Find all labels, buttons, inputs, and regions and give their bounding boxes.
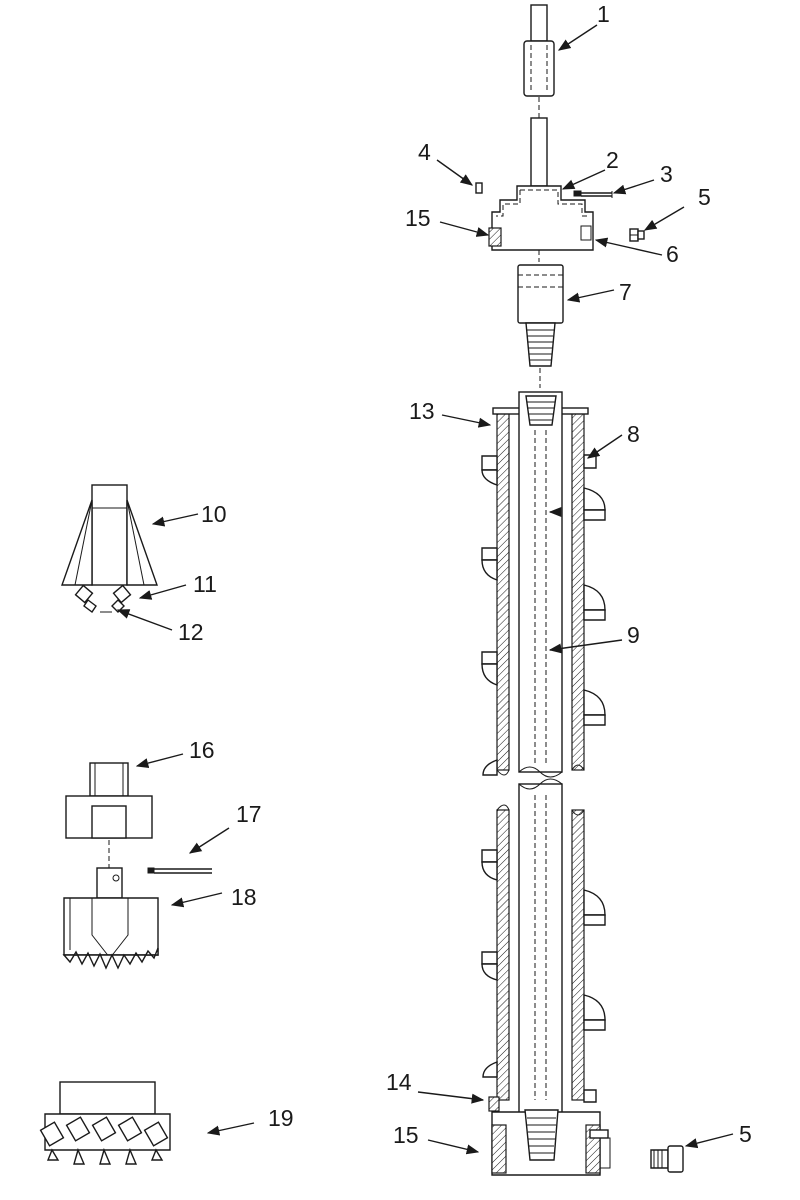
part-1-drive-adapter (523, 4, 555, 118)
callout-8: 8 (627, 421, 640, 447)
callout-5-top: 5 (698, 184, 711, 210)
callout-13: 13 (409, 398, 435, 424)
callout-14: 14 (386, 1069, 412, 1095)
callout-15-top: 15 (405, 205, 431, 231)
callout-10: 10 (201, 501, 227, 527)
callout-1: 1 (597, 1, 610, 27)
callout-17: 17 (236, 801, 262, 827)
part-18-core-bit (62, 867, 159, 970)
callout-11: 11 (193, 571, 217, 597)
part-16-adapter (65, 762, 153, 868)
part-17-pin (147, 867, 212, 874)
callout-7: 7 (619, 279, 632, 305)
part-4-key (475, 182, 483, 194)
callout-18: 18 (231, 884, 257, 910)
callout-5-bottom: 5 (739, 1121, 752, 1147)
part-7-threaded-adapter (517, 264, 564, 388)
callout-15-bottom: 15 (393, 1122, 419, 1148)
part-5-plug-bottom (650, 1145, 684, 1173)
callout-16: 16 (189, 737, 215, 763)
callout-12: 12 (178, 619, 204, 645)
callout-19: 19 (268, 1105, 294, 1131)
part-3-pin (573, 190, 613, 198)
part-10-pilot-bit (61, 484, 158, 586)
callout-3: 3 (660, 161, 673, 187)
leader-lines (116, 24, 734, 1155)
callout-4: 4 (418, 139, 431, 165)
callout-9: 9 (627, 622, 640, 648)
part-19-cutter-head (39, 1081, 171, 1165)
part-5-plug-top (629, 228, 645, 242)
callout-6: 6 (666, 241, 679, 267)
auger-column (481, 391, 611, 1176)
callout-labels: 1 2 3 4 5 15 6 7 13 8 9 10 11 12 16 17 1… (178, 1, 752, 1148)
part-11-cutter-tooth (74, 584, 132, 614)
callout-2: 2 (606, 147, 619, 173)
part-2-drive-head (488, 117, 594, 262)
